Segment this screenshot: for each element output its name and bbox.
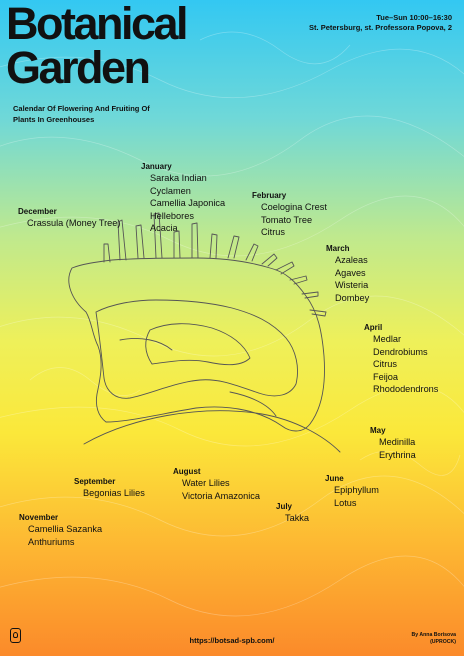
opening-schedule: Tue–Sun 10:00–16:30: [376, 13, 452, 22]
plant-item: Medinilla: [379, 437, 416, 447]
plant-list: Water Lilies Victoria Amazonica: [173, 477, 260, 502]
plant-list: Begonias Lilies: [74, 487, 145, 500]
month-name: February: [252, 191, 287, 200]
month-name: September: [74, 477, 116, 486]
plant-item: Medlar: [373, 334, 402, 344]
plant-item: Camellia Japonica: [150, 198, 226, 209]
plant-item: Agaves: [335, 267, 366, 278]
title-line-1: Botanical: [6, 0, 189, 49]
plant-list: Crassula (Money Tree): [18, 217, 120, 230]
month-name: January: [141, 162, 172, 171]
plant-root-arc: [83, 410, 341, 453]
title-line-2: Garden: [6, 42, 151, 93]
plant-list: Coelogina Crest Tomato Tree Citrus: [252, 201, 327, 239]
month-name: July: [276, 502, 293, 511]
author-credit: By Anna Borisova (UPROCK): [412, 632, 457, 646]
month-march: March Azaleas Agaves Wisteria Dombey: [326, 244, 369, 304]
plant-item: Saraka Indian: [150, 173, 207, 183]
website-link[interactable]: https://botsad-spb.com/: [189, 636, 275, 645]
plant-item: Dendrobiums: [373, 346, 428, 357]
plant-inner-leaf: [95, 299, 298, 399]
plant-item: Coelogina Crest: [261, 202, 327, 212]
month-name: May: [370, 426, 386, 435]
plant-list: Epiphyllum Lotus: [325, 484, 379, 509]
plant-list: Medinilla Erythrina: [370, 436, 416, 461]
plant-item: Crassula (Money Tree): [27, 218, 121, 228]
plant-item: Camellia Sazanka: [28, 524, 103, 534]
plant-list: Camellia Sazanka Anthuriums: [19, 523, 102, 548]
page-title: Botanical Garden: [6, 0, 189, 93]
plant-item: Wisteria: [335, 280, 369, 291]
address: St. Petersburg, st. Professora Popova, 2: [309, 23, 452, 32]
plant-item: Epiphyllum: [334, 485, 379, 495]
month-name: November: [19, 513, 59, 522]
plant-spikes: [103, 212, 327, 317]
plant-stripe: [119, 338, 173, 351]
plant-item: Rhododendrons: [373, 384, 439, 395]
plant-list: Azaleas Agaves Wisteria Dombey: [326, 254, 369, 304]
plant-item: Lotus: [334, 497, 357, 508]
month-may: May Medinilla Erythrina: [370, 426, 416, 461]
plant-list: Takka: [276, 512, 309, 525]
plant-list: Medlar Dendrobiums Citrus Feijoa Rhodode…: [364, 333, 438, 396]
plant-item: Acacia: [150, 223, 178, 234]
plant-item: Azaleas: [335, 255, 368, 265]
month-september: September Begonias Lilies: [74, 477, 145, 500]
month-november: November Camellia Sazanka Anthuriums: [19, 513, 102, 548]
month-august: August Water Lilies Victoria Amazonica: [173, 467, 260, 502]
month-name: June: [325, 474, 344, 483]
month-february: February Coelogina Crest Tomato Tree Cit…: [252, 191, 327, 239]
plant-item: Anthuriums: [28, 536, 75, 547]
plant-item: Erythrina: [379, 449, 416, 460]
plant-item: Hellebores: [150, 210, 194, 221]
plant-item: Dombey: [335, 292, 370, 303]
month-name: April: [364, 323, 383, 332]
plant-stripe: [229, 391, 277, 417]
garden-logo-icon: [10, 628, 21, 643]
month-july: July Takka: [276, 502, 309, 525]
subtitle: Calendar Of Flowering And Fruiting Of Pl…: [13, 104, 150, 124]
plant-item: Feijoa: [373, 371, 399, 382]
plant-item: Citrus: [261, 227, 285, 238]
credit-author: By Anna Borisova: [411, 632, 457, 638]
plant-item: Citrus: [373, 359, 397, 370]
month-december: December Crassula (Money Tree): [18, 207, 120, 230]
month-name: December: [18, 207, 57, 216]
plant-item: Cyclamen: [150, 185, 191, 196]
plant-item: Tomato Tree: [261, 214, 313, 225]
opening-hours: Tue–Sun 10:00–16:30 St. Petersburg, st. …: [309, 13, 452, 33]
plant-inner-pool: [145, 323, 251, 366]
plant-item: Takka: [285, 513, 309, 523]
month-april: April Medlar Dendrobiums Citrus Feijoa R…: [364, 323, 438, 396]
month-name: March: [326, 244, 350, 253]
plant-item: Victoria Amazonica: [182, 490, 260, 501]
plant-list: Saraka Indian Cyclamen Camellia Japonica…: [141, 172, 225, 235]
month-january: January Saraka Indian Cyclamen Camellia …: [141, 162, 225, 235]
month-june: June Epiphyllum Lotus: [325, 474, 379, 509]
plant-outer-leaf: [68, 257, 325, 432]
plant-item: Begonias Lilies: [83, 488, 145, 498]
month-name: August: [173, 467, 201, 476]
plant-item: Water Lilies: [182, 478, 230, 488]
credit-agency: (UPROCK): [430, 639, 456, 645]
